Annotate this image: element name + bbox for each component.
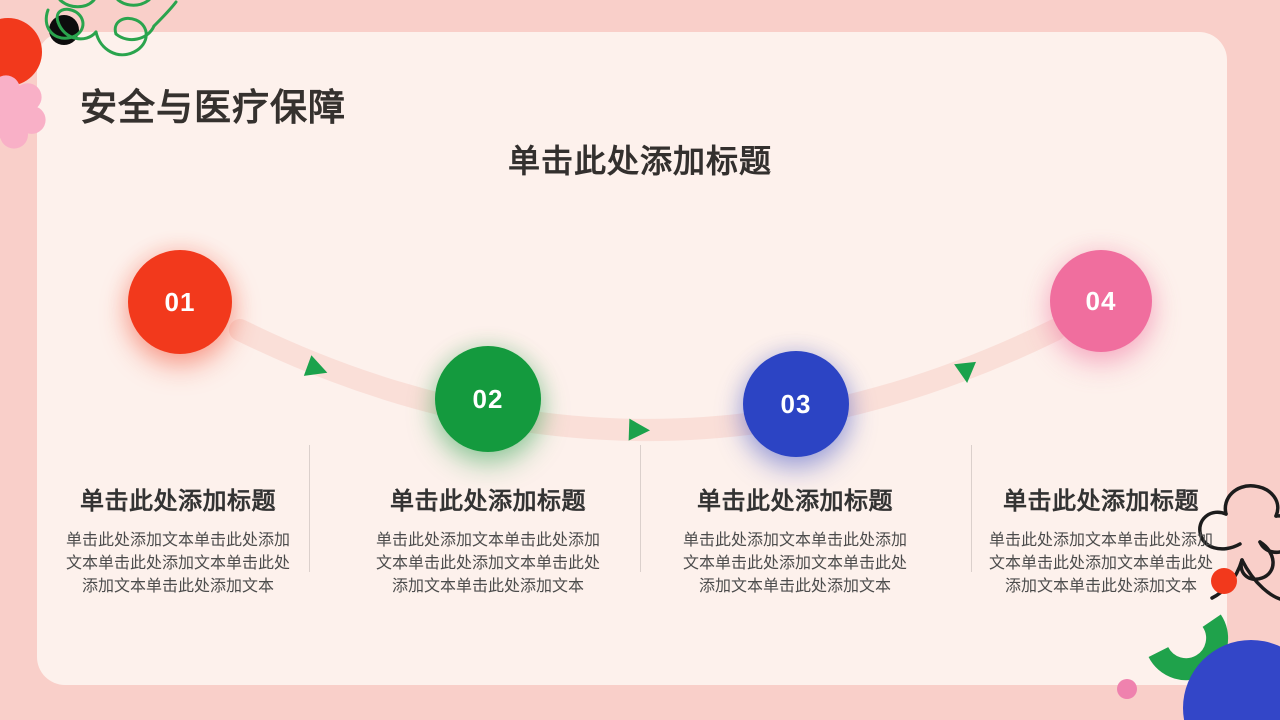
column-title-placeholder[interactable]: 单击此处添加标题 — [697, 488, 893, 515]
step-number: 03 — [780, 388, 812, 419]
column-title-placeholder[interactable]: 单击此处添加标题 — [390, 488, 586, 515]
step-number: 01 — [164, 286, 196, 317]
column-body-placeholder[interactable]: 单击此处添加文本单击此处添加文本单击此处添加文本单击此处添加文本单击此处添加文本 — [375, 532, 600, 595]
column-divider — [309, 445, 310, 572]
step-circle-04: 04 — [1050, 250, 1152, 352]
column-body-placeholder[interactable]: 单击此处添加文本单击此处添加文本单击此处添加文本单击此处添加文本单击此处添加文本 — [682, 532, 907, 595]
step-number: 04 — [1085, 285, 1117, 316]
column-title-placeholder[interactable]: 单击此处添加标题 — [80, 488, 276, 515]
column-divider — [971, 445, 972, 572]
step-circle-02: 02 — [435, 346, 541, 452]
step-column-4: 单击此处添加标题 单击此处添加文本单击此处添加文本单击此处添加文本单击此处添加文… — [961, 481, 1241, 598]
step-column-1: 单击此处添加标题 单击此处添加文本单击此处添加文本单击此处添加文本单击此处添加文… — [38, 481, 318, 598]
column-title-placeholder[interactable]: 单击此处添加标题 — [1003, 488, 1199, 515]
page-title: 安全与医疗保障 — [80, 86, 346, 128]
red-circle-decoration — [0, 18, 42, 86]
step-number: 02 — [472, 383, 504, 414]
step-column-2: 单击此处添加标题 单击此处添加文本单击此处添加文本单击此处添加文本单击此处添加文… — [348, 481, 628, 598]
step-column-3: 单击此处添加标题 单击此处添加文本单击此处添加文本单击此处添加文本单击此处添加文… — [655, 481, 935, 598]
column-divider — [640, 445, 641, 572]
step-circle-01: 01 — [128, 250, 232, 354]
column-body-placeholder[interactable]: 单击此处添加文本单击此处添加文本单击此处添加文本单击此处添加文本单击此处添加文本 — [988, 532, 1213, 595]
section-title-placeholder[interactable]: 单击此处添加标题 — [507, 143, 772, 179]
column-body-placeholder[interactable]: 单击此处添加文本单击此处添加文本单击此处添加文本单击此处添加文本单击此处添加文本 — [65, 532, 290, 595]
step-circle-03: 03 — [743, 351, 849, 457]
